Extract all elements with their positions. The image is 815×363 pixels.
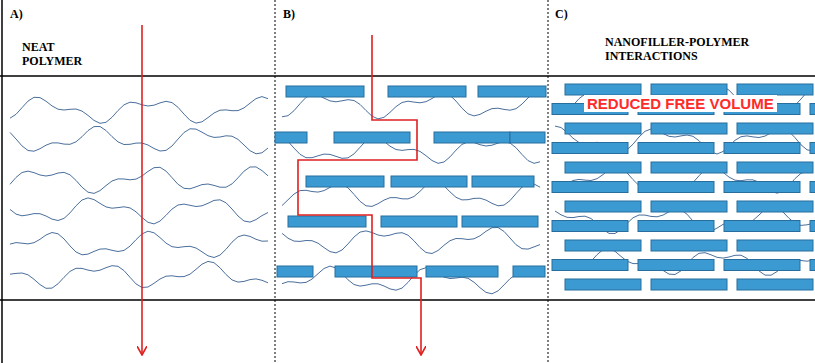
- polymer-chain: [10, 231, 268, 257]
- nanofiller-platelet: [277, 266, 313, 277]
- nanofiller-platelet: [391, 176, 467, 187]
- nanofiller-platelet: [552, 260, 628, 271]
- nanofiller-platelet: [478, 86, 546, 97]
- nanofiller-platelet: [388, 86, 466, 97]
- nanofiller-platelet: [286, 86, 364, 97]
- polymer-chain: [10, 198, 268, 224]
- nanofiller-platelet: [510, 132, 545, 143]
- panel-letter: A): [10, 7, 40, 21]
- nanofiller-platelet: [565, 162, 641, 173]
- nanofiller-platelet: [737, 84, 813, 95]
- panel-letter: C): [555, 7, 585, 21]
- nanofiller-platelet: [810, 143, 815, 154]
- panel-divider: [548, 0, 549, 363]
- nanofiller-platelet: [472, 176, 534, 187]
- nanofiller-platelet: [724, 221, 800, 232]
- nanofiller-platelet: [275, 132, 307, 143]
- polymer-chain: [10, 167, 268, 194]
- film-bottom: [0, 299, 815, 301]
- polymer-chain: [10, 261, 268, 288]
- nanofiller-platelet: [810, 182, 815, 193]
- nanofiller-platelet: [335, 266, 417, 277]
- tortuous-path-arrow: [298, 35, 421, 354]
- nanofiller-platelet: [638, 260, 714, 271]
- nanofiller-platelet: [565, 201, 641, 212]
- nanofiller-platelets: [275, 84, 815, 290]
- nanofiller-platelet: [737, 123, 813, 134]
- frame-line: [1, 0, 3, 363]
- nanofiller-platelet: [434, 132, 510, 143]
- polymer-chain: [282, 228, 540, 254]
- nanofiller-platelet: [724, 182, 800, 193]
- nanofiller-platelet: [565, 84, 641, 95]
- nanofiller-platelet: [638, 143, 714, 154]
- nanofiller-platelet: [638, 182, 714, 193]
- effect-label: REDUCED FREE VOLUME: [584, 95, 777, 112]
- nanofiller-platelet: [334, 132, 410, 143]
- nanofiller-platelet: [737, 162, 813, 173]
- nanofiller-platelet: [381, 216, 457, 227]
- polymer-chains: [10, 87, 813, 294]
- nanofiller-platelet: [737, 279, 813, 290]
- nanofiller-platelet: [651, 123, 727, 134]
- nanofiller-platelet: [810, 104, 815, 115]
- nanofiller-platelet: [724, 143, 800, 154]
- nanofiller-platelet: [513, 266, 545, 277]
- nanofiller-platelet: [737, 201, 813, 212]
- nanofiller-platelet: [552, 182, 628, 193]
- nanofiller-platelet: [651, 240, 727, 251]
- nanofiller-platelet: [651, 84, 727, 95]
- film-top: [0, 75, 815, 77]
- nanofiller-platelet: [638, 221, 714, 232]
- nanofiller-platelet: [565, 279, 641, 290]
- panel-heading: NANOFILLER-POLYMER INTERACTIONS: [605, 35, 775, 63]
- nanofiller-platelet: [306, 176, 384, 187]
- nanofiller-platelet: [288, 216, 366, 227]
- nanofiller-platelet: [651, 201, 727, 212]
- nanofiller-platelet: [810, 221, 815, 232]
- nanofiller-platelet: [462, 216, 538, 227]
- nanofiller-platelet: [724, 260, 800, 271]
- nanofiller-platelet: [426, 266, 498, 277]
- nanofiller-platelet: [651, 279, 727, 290]
- nanofiller-platelet: [552, 143, 628, 154]
- nanofiller-platelet: [552, 221, 628, 232]
- panel-divider: [275, 0, 276, 363]
- nanofiller-platelet: [810, 260, 815, 271]
- panel-heading: NEAT POLYMER: [22, 40, 92, 68]
- polymer-chain: [10, 127, 268, 154]
- polymer-chain: [282, 266, 540, 294]
- polymer-chain: [10, 97, 268, 124]
- nanofiller-platelet: [651, 162, 727, 173]
- nanofiller-platelet: [565, 123, 641, 134]
- diffusion-arrow: [141, 25, 143, 354]
- nanofiller-platelet: [737, 240, 813, 251]
- nanofiller-platelet: [565, 240, 641, 251]
- panel-letter: B): [283, 7, 313, 21]
